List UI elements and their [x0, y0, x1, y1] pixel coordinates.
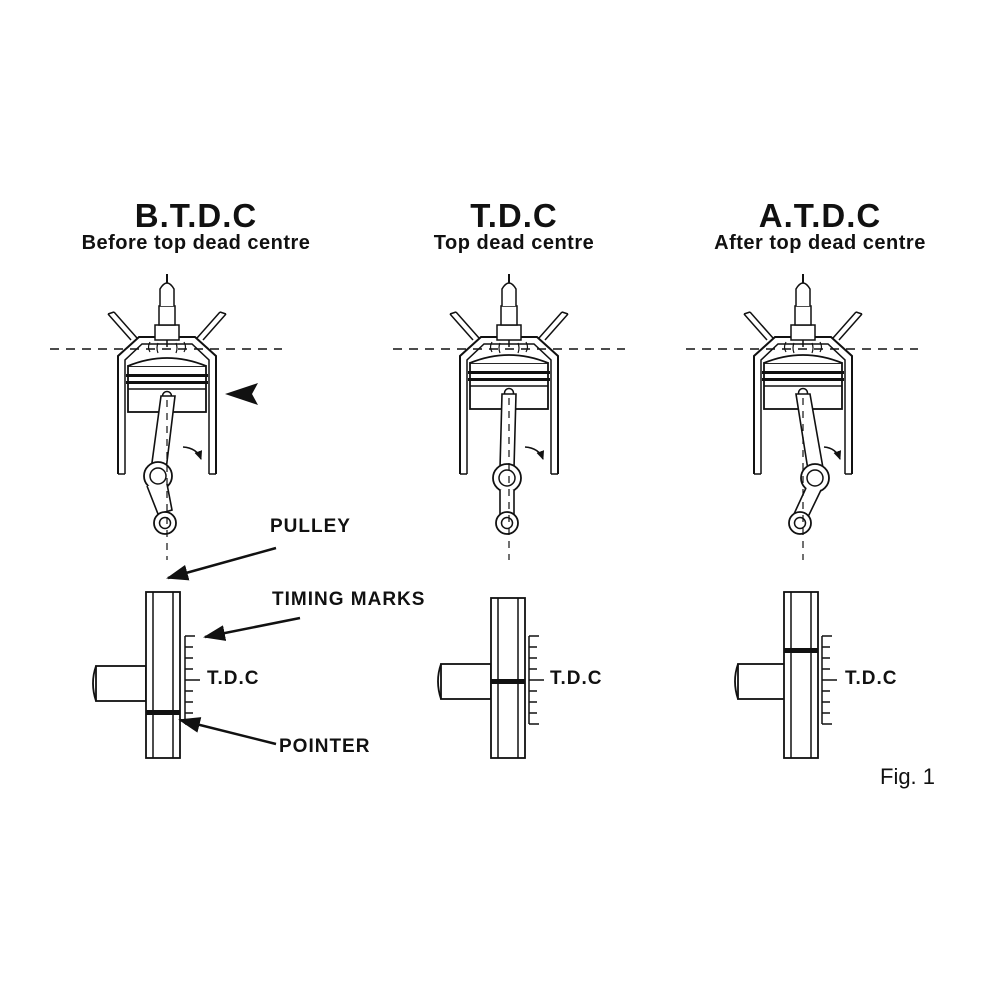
scale-label-2: T.D.C	[550, 668, 603, 689]
figure-label: Fig. 1	[880, 764, 936, 789]
scale-label-3: T.D.C	[845, 668, 898, 689]
pointer-mark-2	[491, 679, 525, 684]
panel-2-heading: T.D.C	[470, 197, 558, 234]
piston-position-arrow	[225, 383, 258, 405]
panel-1-subheading: Before top dead centre	[81, 232, 311, 254]
pulley-label: PULLEY	[270, 516, 351, 537]
panel-3-heading: A.T.D.C	[758, 197, 882, 234]
pointer-label: POINTER	[279, 736, 371, 757]
panel-1-heading: B.T.D.C	[134, 197, 258, 234]
timing-marks-label: TIMING MARKS	[272, 589, 426, 610]
pointer-arrow	[178, 717, 277, 746]
panel-3-subheading: After top dead centre	[714, 232, 926, 254]
panel-2-subheading: Top dead centre	[433, 232, 595, 254]
pointer-mark-1	[146, 710, 180, 715]
pulley-assembly-2	[437, 597, 544, 759]
pulley-arrow	[166, 546, 277, 581]
scale-label-1: T.D.C	[207, 668, 260, 689]
timing-marks-arrow	[203, 616, 301, 641]
pulley-assembly-3	[734, 591, 837, 759]
pulley-assembly-1	[92, 591, 200, 759]
pointer-mark-3	[784, 648, 818, 653]
